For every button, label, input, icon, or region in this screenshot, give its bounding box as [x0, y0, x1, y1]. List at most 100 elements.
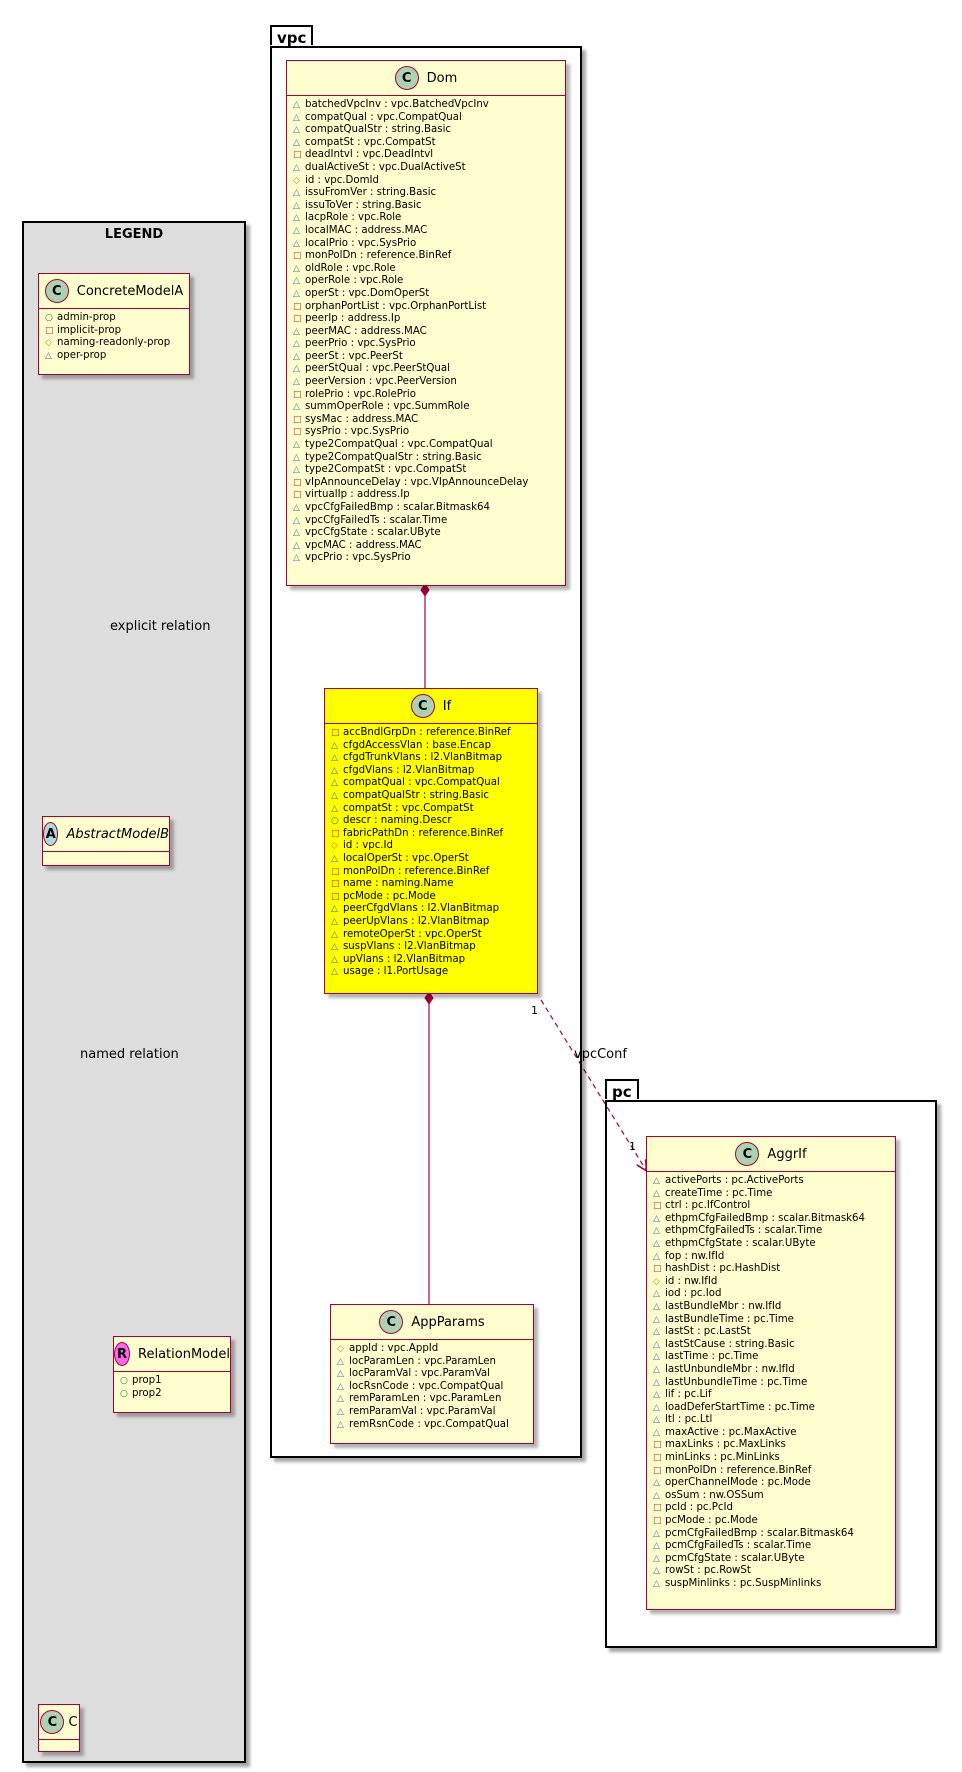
attribute-text: loadDeferStartTime : pc.Time [665, 1401, 815, 1413]
attribute-text: accBndlGrpDn : reference.BinRef [343, 727, 511, 738]
attribute-text: lacpRole : vpc.Role [305, 212, 402, 224]
class-attribute: △lastTime : pc.Time [653, 1351, 889, 1364]
class-if[interactable]: C If □accBndlGrpDn : reference.BinRef△cf… [324, 688, 538, 994]
class-name: AppParams [411, 1314, 485, 1330]
class-attribute: △vpcMAC : address.MAC [293, 540, 559, 553]
class-attribute: ○admin-prop [45, 312, 183, 325]
attribute-text: fabricPathDn : reference.BinRef [343, 827, 504, 839]
visibility-pkg-icon: △ [653, 1213, 660, 1224]
class-attribute: ◇id : vpc.DomId [293, 175, 559, 188]
class-attribute: △lastStCause : string.Basic [653, 1339, 889, 1352]
class-attribute: △compatQualStr : string.Basic [331, 790, 531, 803]
class-attribute: △compatSt : vpc.CompatSt [331, 803, 531, 816]
attribute-text: pcmCfgFailedBmp : scalar.Bitmask64 [665, 1527, 854, 1539]
class-attribute: □accBndlGrpDn : reference.BinRef [331, 727, 531, 740]
class-attribute: △type2CompatQual : vpc.CompatQual [293, 439, 559, 452]
visibility-pkg-icon: △ [293, 200, 300, 211]
class-attribute: △lastBundleTime : pc.Time [653, 1314, 889, 1327]
class-attribute: △peerStQual : vpc.PeerStQual [293, 363, 559, 376]
attribute-text: vIpAnnounceDelay : vpc.VIpAnnounceDelay [305, 476, 529, 488]
class-attribute: ○prop1 [120, 1375, 224, 1388]
attribute-text: lastUnbundleMbr : nw.IfId [665, 1363, 795, 1375]
class-attribute: □minLinks : pc.MinLinks [653, 1452, 889, 1465]
attribute-text: peerPrio : vpc.SysPrio [305, 338, 416, 350]
attribute-text: lastSt : pc.LastSt [665, 1326, 751, 1338]
attribute-text: monPolDn : reference.BinRef [665, 1464, 812, 1476]
visibility-prot-icon: ◇ [337, 1344, 344, 1354]
class-attribute: △issuFromVer : string.Basic [293, 187, 559, 200]
visibility-pkg-icon: △ [331, 904, 338, 915]
class-attribute: □sysPrio : vpc.SysPrio [293, 426, 559, 439]
visibility-pkg-icon: △ [653, 1364, 660, 1375]
class-abstract-model-b[interactable]: A AbstractModelB [42, 816, 170, 866]
class-attribute: ◇appId : vpc.AppId [337, 1343, 527, 1356]
attribute-text: maxLinks : pc.MaxLinks [665, 1439, 786, 1451]
class-header: C ConcreteModelA [39, 274, 189, 309]
class-attribute: ○descr : naming.Descr [331, 815, 531, 828]
class-c[interactable]: C C [38, 1704, 80, 1752]
visibility-priv-icon: □ [293, 251, 302, 262]
class-aggr-if[interactable]: C AggrIf △activePorts : pc.ActivePorts△c… [646, 1136, 896, 1610]
visibility-pkg-icon: △ [331, 778, 338, 789]
class-attribute: △peerCfgdVlans : l2.VlanBitmap [331, 903, 531, 916]
class-attribute: △remParamVal : vpc.ParamVal [337, 1406, 527, 1419]
attribute-text: vpcCfgFailedTs : scalar.Time [305, 514, 448, 526]
class-attribute: △pcmCfgState : scalar.UByte [653, 1553, 889, 1566]
class-stereotype-icon: C [735, 1142, 760, 1166]
class-header: C AppParams [331, 1305, 533, 1340]
attribute-text: peerStQual : vpc.PeerStQual [305, 363, 450, 375]
attribute-text: vpcCfgState : scalar.UByte [305, 527, 441, 539]
visibility-prot-icon: ◇ [293, 175, 300, 186]
visibility-pkg-icon: △ [293, 515, 300, 526]
attribute-text: batchedVpcInv : vpc.BatchedVpcInv [305, 99, 489, 110]
visibility-pkg-icon: △ [293, 162, 300, 173]
attribute-text: remParamLen : vpc.ParamLen [349, 1393, 502, 1405]
class-attribute: ◇id : nw.IfId [653, 1276, 889, 1289]
visibility-pkg-icon: △ [293, 465, 300, 476]
attribute-text: locRsnCode : vpc.CompatQual [349, 1380, 504, 1392]
attribute-text: lastTime : pc.Time [665, 1351, 759, 1363]
legend-title: LEGEND [104, 227, 164, 242]
attribute-text: lif : pc.Lif [665, 1389, 712, 1401]
attribute-text: localPrio : vpc.SysPrio [305, 237, 417, 249]
attribute-text: peerMAC : address.MAC [305, 325, 427, 337]
named-relation-label: named relation [80, 1047, 179, 1062]
visibility-pkg-icon: △ [331, 954, 338, 965]
class-dom[interactable]: C Dom △batchedVpcInv : vpc.BatchedVpcInv… [286, 60, 566, 586]
attribute-text: suspMinlinks : pc.SuspMinlinks [665, 1578, 822, 1589]
visibility-pkg-icon: △ [45, 350, 52, 361]
class-attribute: ◇naming-readonly-prop [45, 337, 183, 350]
class-attribute: △compatQualStr : string.Basic [293, 124, 559, 137]
visibility-priv-icon: □ [293, 490, 302, 501]
attribute-text: monPolDn : reference.BinRef [343, 865, 490, 877]
class-attribute: △fop : nw.IfId [653, 1251, 889, 1264]
visibility-pkg-icon: △ [337, 1369, 344, 1380]
class-app-params[interactable]: C AppParams ◇appId : vpc.AppId△locParamL… [330, 1304, 534, 1444]
attribute-text: pcId : pc.PcId [665, 1502, 733, 1514]
visibility-pkg-icon: △ [293, 263, 300, 274]
class-attribute: △compatSt : vpc.CompatSt [293, 137, 559, 150]
visibility-pkg-icon: △ [653, 1553, 660, 1564]
attribute-text: prop1 [132, 1375, 162, 1386]
visibility-pkg-icon: △ [653, 1390, 660, 1401]
class-name: ConcreteModelA [76, 283, 184, 299]
class-stereotype-icon: C [44, 279, 69, 303]
attribute-text: localOperSt : vpc.OperSt [343, 852, 469, 864]
visibility-pkg-icon: △ [293, 402, 300, 413]
class-relation-model[interactable]: R RelationModel ○prop1○prop2 [113, 1336, 231, 1413]
visibility-priv-icon: □ [331, 728, 340, 738]
class-attribute: △operSt : vpc.DomOperSt [293, 288, 559, 301]
class-header: A AbstractModelB [43, 817, 169, 852]
visibility-pkg-icon: △ [653, 1579, 660, 1589]
visibility-pkg-icon: △ [331, 803, 338, 814]
visibility-pkg-icon: △ [653, 1226, 660, 1237]
attribute-text: type2CompatQual : vpc.CompatQual [305, 439, 493, 451]
class-attribute: □monPolDn : reference.BinRef [653, 1465, 889, 1478]
visibility-pkg-icon: △ [653, 1490, 660, 1501]
class-concrete-model-a[interactable]: C ConcreteModelA ○admin-prop□implicit-pr… [38, 273, 190, 375]
class-attribute: ○prop2 [120, 1388, 224, 1401]
attribute-text: ethpmCfgState : scalar.UByte [665, 1237, 816, 1249]
attribute-text: implicit-prop [57, 324, 122, 336]
class-attribute: △activePorts : pc.ActivePorts [653, 1175, 889, 1188]
class-header: C C [39, 1705, 79, 1740]
